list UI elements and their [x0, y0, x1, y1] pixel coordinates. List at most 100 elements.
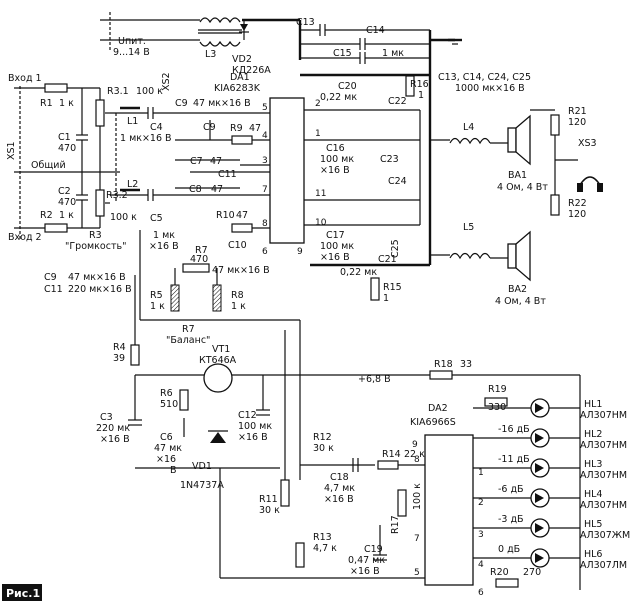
c19-value-1: 0,47 мк: [348, 555, 385, 566]
c17-value-2: ×16 В: [320, 252, 350, 263]
ba1-speaker-cone-icon: [515, 114, 531, 166]
ba1-spec: 4 Ом, 4 Вт: [497, 182, 548, 193]
l3-label: L3: [205, 49, 216, 60]
led-level: -16 дБ: [498, 424, 530, 435]
figure-label: Рис.1: [6, 587, 40, 600]
c14-ref: C14: [366, 25, 385, 36]
r3-ref: R3: [89, 230, 102, 241]
r20-value: 270: [523, 567, 541, 578]
c5-value-2: ×16 В: [149, 241, 179, 252]
da2-pin-4: 4: [478, 560, 484, 570]
ba1-ref: BA1: [508, 170, 527, 181]
c6-value-1: 47 мк: [154, 443, 182, 454]
c2-value: 470: [58, 197, 76, 208]
vd2-ref: VD2: [232, 54, 252, 65]
da1-pin-7: 7: [262, 185, 268, 195]
r9-ref: R9: [230, 123, 243, 134]
c18-ref: C18: [330, 472, 349, 483]
r7-potentiometer: [182, 263, 210, 273]
r22-ref: R22: [568, 198, 587, 209]
supply-range: 9...14 В: [113, 47, 150, 58]
r17-ref: R17: [390, 515, 401, 534]
r2-value: 1 к: [59, 210, 74, 221]
r19-resistor: [484, 397, 508, 407]
da2-part: KIA6966S: [410, 417, 456, 428]
vt1-ref: VT1: [212, 344, 230, 355]
r2-resistor: [44, 223, 68, 233]
r13-ref: R13: [313, 532, 332, 543]
vd1-part: 1N4737A: [180, 480, 224, 491]
supply-label: Uпит.: [118, 36, 146, 47]
c16-value-1: 100 мк: [320, 154, 354, 165]
c3-ref: C3: [100, 412, 113, 423]
common-label: Общий: [31, 160, 66, 171]
c1-value: 470: [58, 143, 76, 154]
ba2-spec: 4 Ом, 4 Вт: [495, 296, 546, 307]
da2-pin-3: 3: [478, 530, 484, 540]
rail-voltage: +6,8 В: [358, 374, 391, 385]
r7-value: 470: [190, 254, 208, 265]
l5-label: L5: [463, 222, 474, 233]
led-ref: HL4: [584, 489, 602, 500]
cap-group-note-2: 1000 мк×16 В: [455, 83, 525, 94]
xs3-label: XS3: [578, 138, 597, 149]
r8-value: 1 к: [231, 301, 246, 312]
c2-ref: C2: [58, 186, 71, 197]
top-capacitors: C13 C14 C15 1 мк C13, C14, C24, C25 1000…: [296, 17, 531, 94]
c6-ref: C6: [160, 432, 173, 443]
r18-value: 33: [460, 359, 472, 370]
r5-ref: R5: [150, 290, 163, 301]
led-ref: HL1: [584, 399, 602, 410]
c12-ref: C12: [238, 410, 257, 421]
led-ref: HL5: [584, 519, 602, 530]
r18-ref: R18: [434, 359, 453, 370]
note-c11-ref: C11: [44, 284, 63, 295]
c18-value-2: ×16 В: [324, 494, 354, 505]
r6-resistor: [179, 389, 189, 411]
led-part: АЛ307НМ: [580, 410, 627, 421]
c24-ref: C24: [388, 176, 407, 187]
led-level: -3 дБ: [498, 514, 524, 525]
led-part: АЛ307НМ: [580, 440, 627, 451]
r8-ref: R8: [231, 290, 244, 301]
da1-pin-3: 3: [262, 156, 268, 166]
c12-value-2: ×16 В: [238, 432, 268, 443]
da1-pin-9: 9: [297, 247, 303, 257]
r20-ref: R20: [490, 567, 509, 578]
r3-2-value: 100 к: [110, 212, 137, 223]
r17-resistor: [397, 489, 407, 517]
r11-resistor: [280, 479, 290, 507]
r5-value: 1 к: [150, 301, 165, 312]
note-c9-value: 47 мк×16 В: [68, 272, 126, 283]
c21-value: 0,22 мк: [340, 267, 377, 278]
c4-ref: C4: [150, 122, 163, 133]
vd2-part: КД226А: [232, 65, 271, 76]
r10-ref: R10: [216, 210, 235, 221]
c7-value: 47: [210, 156, 222, 167]
r21-ref: R21: [568, 106, 587, 117]
led-ref: HL2: [584, 429, 602, 440]
input1-label: Вход 1: [8, 73, 42, 84]
c16-value-2: ×16 В: [320, 165, 350, 176]
r4-ref: R4: [113, 342, 126, 353]
ba2-speaker-cone-icon: [515, 230, 531, 282]
indicator-section: R11 30 к R12 30 к R13 4,7 к C18 4,7 мк ×…: [219, 320, 630, 598]
da1-part: KIA6283K: [214, 83, 261, 94]
r1-ref: R1: [40, 98, 53, 109]
led-part: АЛ307НМ: [580, 470, 627, 481]
da1-pin-5: 5: [262, 103, 268, 113]
da1-pin-1: 1: [315, 129, 321, 139]
ba1-speaker-icon: [507, 127, 517, 153]
output-section: C20 0,22 мк R16 1 C22 C16 100 мк ×16 В C…: [300, 73, 603, 307]
r16-value: 1: [418, 90, 424, 101]
r19-ref: R19: [488, 384, 507, 395]
c5-ref: C5: [150, 213, 163, 224]
r22-value: 120: [568, 209, 586, 220]
l1-label: L1: [127, 116, 138, 127]
r6-value: 510: [160, 399, 178, 410]
c18-value-1: 4,7 мк: [324, 483, 355, 494]
input-section: Вход 1 Вход 2 Общий XS1 R1 1 к R2 1 к C1…: [6, 73, 179, 252]
r11-ref: R11: [259, 494, 278, 505]
